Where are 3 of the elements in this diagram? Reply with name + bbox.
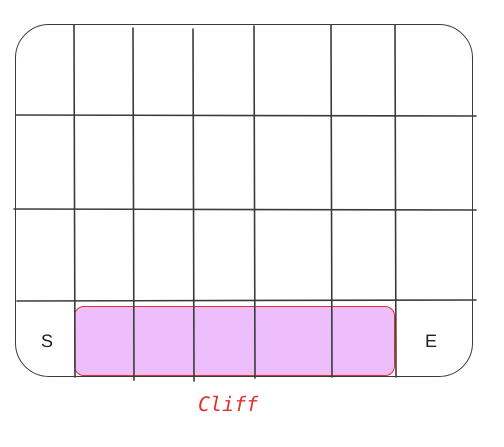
cell-label: E (425, 330, 438, 352)
cell-label: S (41, 330, 54, 352)
region-label: Cliff (198, 392, 258, 416)
